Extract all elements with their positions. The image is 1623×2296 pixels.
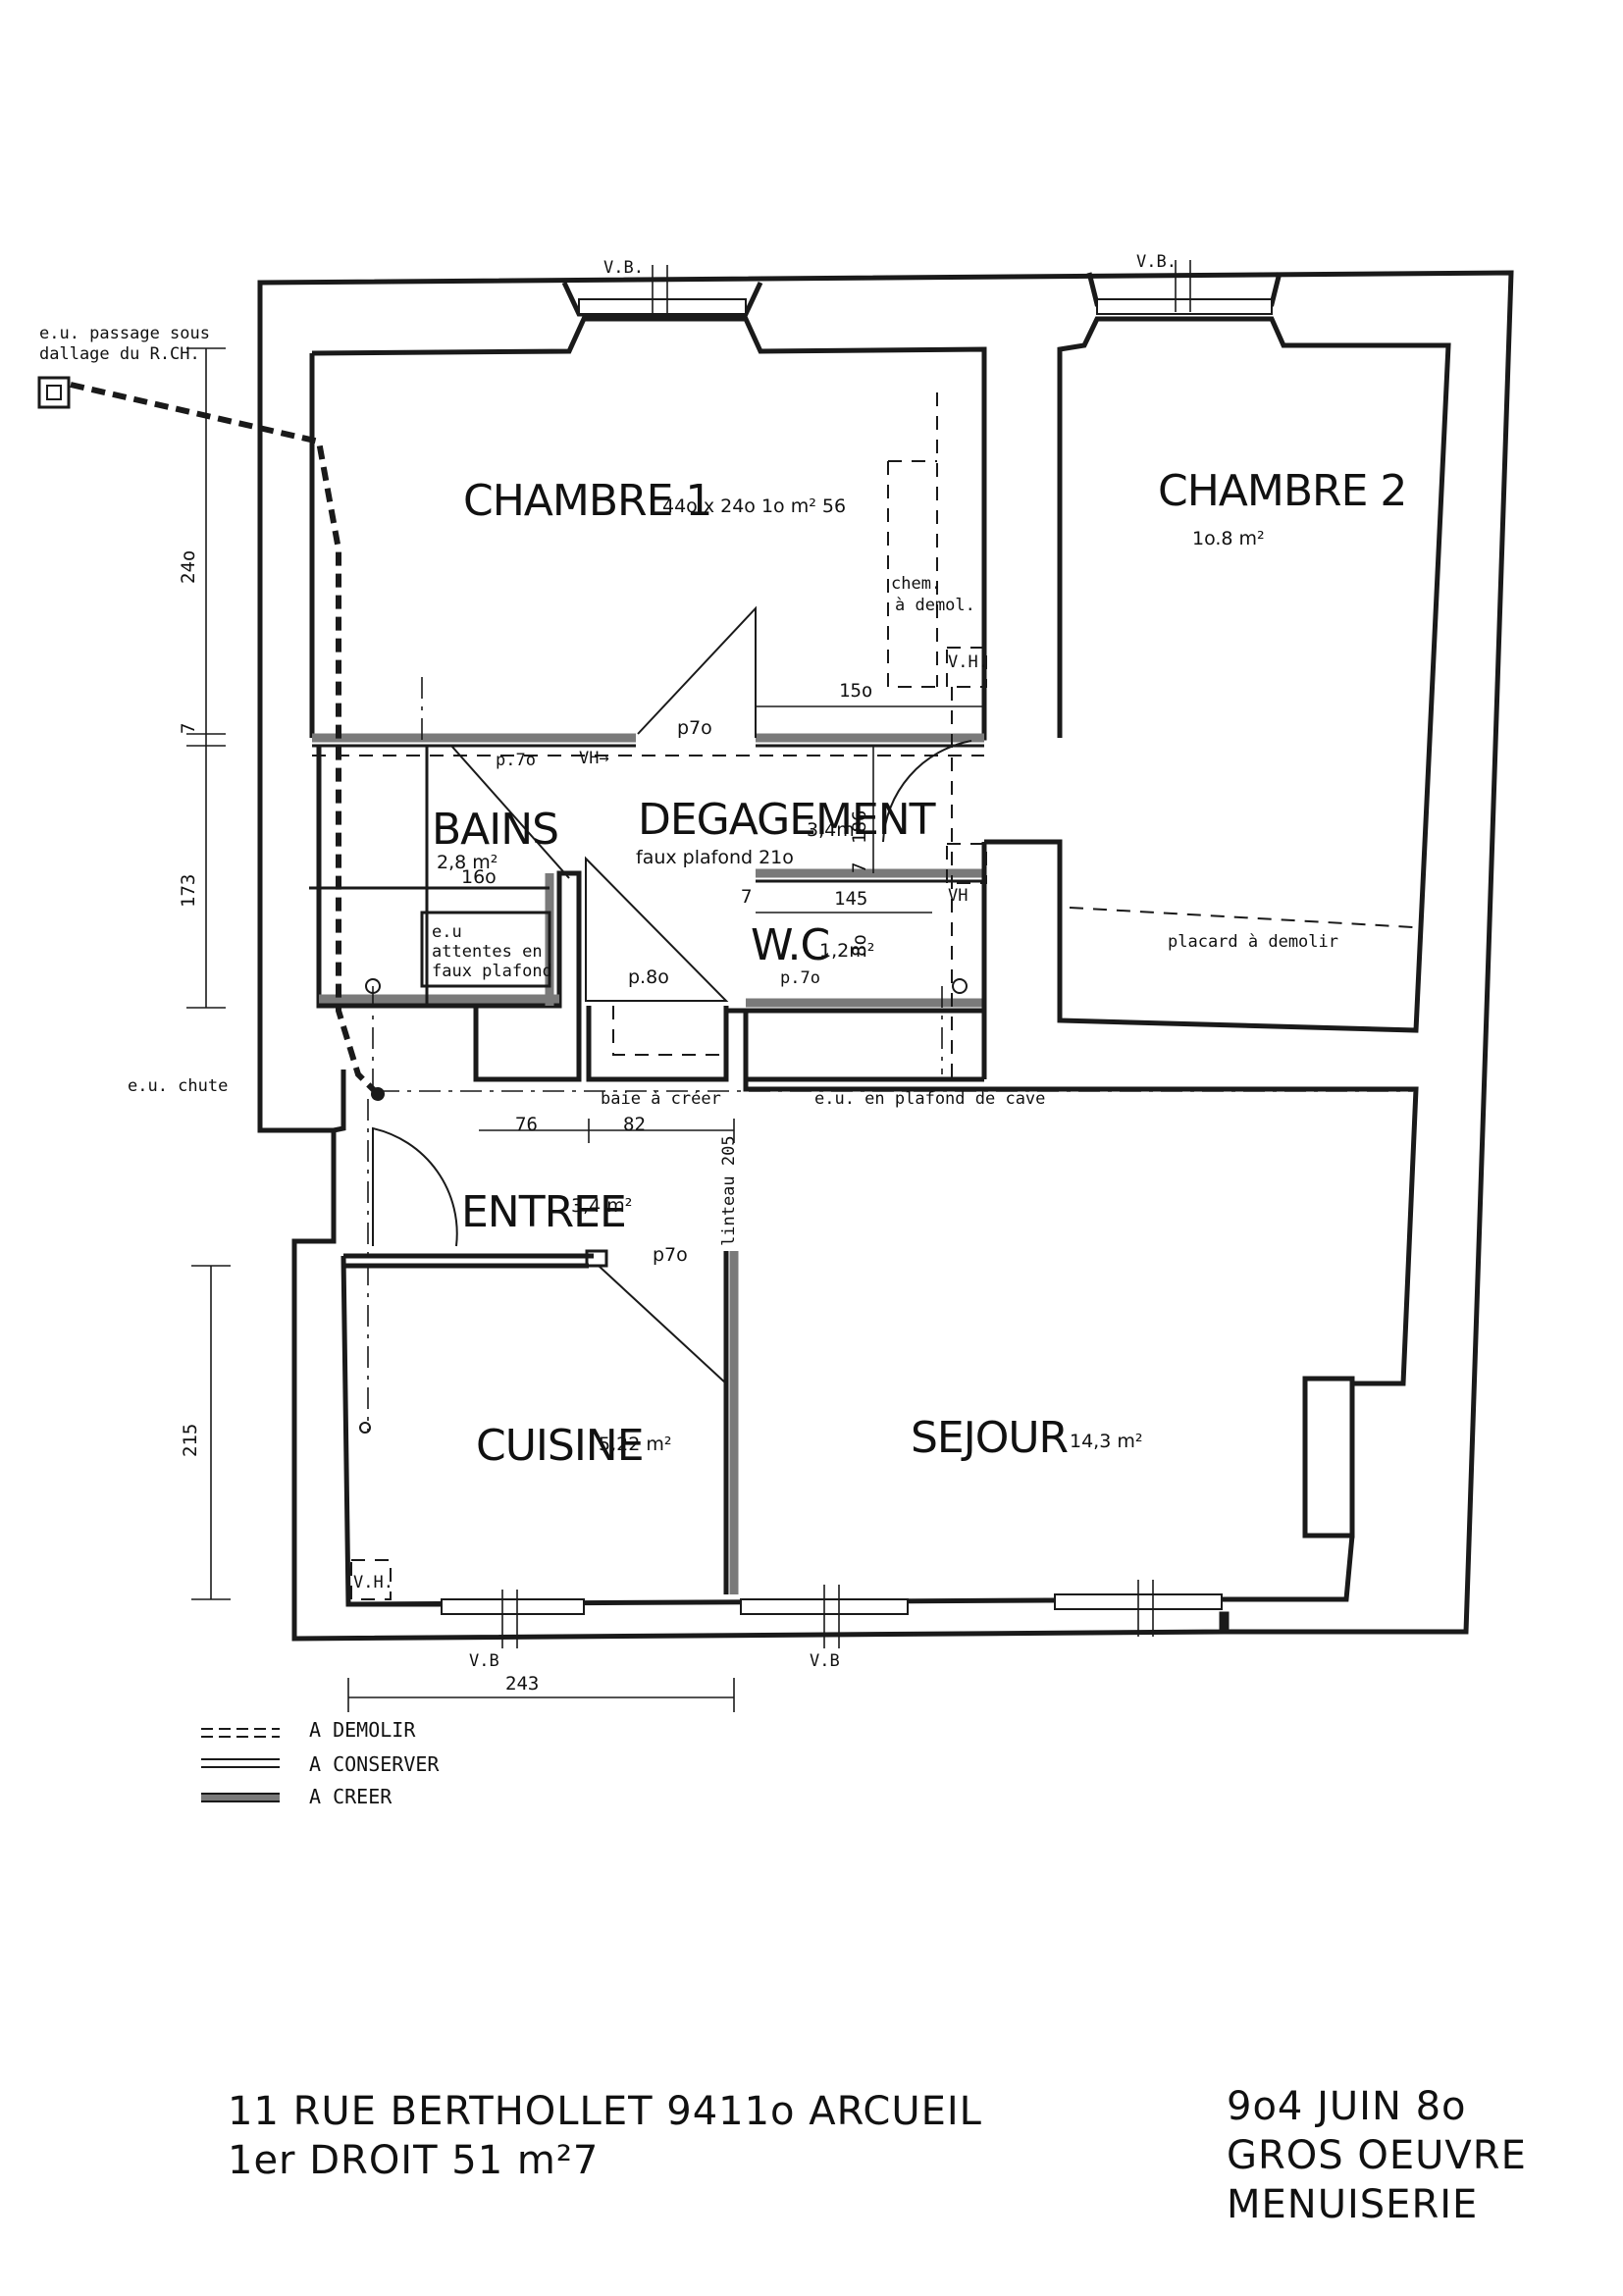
cuisine-area: 5,22 m² <box>599 1434 671 1455</box>
living-walls <box>333 1070 1419 1607</box>
door-cuisine <box>598 1265 727 1384</box>
entree-area: 3,4 m² <box>571 1195 632 1217</box>
bains-dim: 16o <box>461 866 497 888</box>
window-cuisine <box>441 1598 585 1615</box>
cheminee-line2: à demol. <box>895 596 975 615</box>
legend-creer: A CREER <box>309 1785 393 1808</box>
chambre2-walls <box>984 316 1451 1033</box>
baie-label: baie à créer <box>601 1089 721 1109</box>
degagement-name: DEGAGEMENT <box>638 795 936 845</box>
window-chambre2 <box>1096 298 1273 315</box>
eu-cave-label: e.u. en plafond de cave <box>814 1089 1045 1109</box>
address-line1: 11 RUE BERTHOLLET 9411o ARCUEIL <box>228 2089 982 2134</box>
dim-left-215: 215 <box>180 1424 201 1457</box>
bains-name: BAINS <box>432 805 558 855</box>
bains-area: 2,8 m² <box>437 852 497 873</box>
dim-left-240: 24o <box>178 550 199 584</box>
eu-passage-line2: dallage du R.CH. <box>39 344 200 364</box>
legend-demolir: A DEMOLIR <box>309 1718 416 1742</box>
chambre1-walls <box>309 316 987 741</box>
eu-chute-icon <box>371 1087 385 1101</box>
door-chambre2 <box>882 740 972 843</box>
cuisine-name: CUISINE <box>476 1421 644 1471</box>
opening-p70-top: p7o <box>677 717 712 739</box>
dim-82: 82 <box>623 1114 646 1135</box>
dim-76: 76 <box>515 1114 538 1135</box>
cheminee-line1: chem. <box>891 574 941 594</box>
dim-left-7: 7 <box>178 723 199 734</box>
legend-conserver: A CONSERVER <box>309 1752 440 1776</box>
attentes-line3: faux plafond <box>432 962 552 981</box>
vb-label-1: V.B. <box>603 258 644 278</box>
work-line2: MENUISERIE <box>1227 2182 1478 2227</box>
vb-label-2: V.B. <box>1136 252 1177 272</box>
vh-label-mid: VH <box>948 886 968 906</box>
attentes-line1: e.u <box>432 922 462 942</box>
chambre2-name: CHAMBRE 2 <box>1158 466 1406 516</box>
vh-arrow-label: VH→ <box>579 749 609 768</box>
dim-243: 243 <box>505 1673 539 1695</box>
dim-left-173: 173 <box>178 874 199 908</box>
work-line1: GROS OEUVRE <box>1227 2133 1527 2178</box>
degagement-ceiling: faux plafond 21o <box>636 847 794 868</box>
chambre2-area: 1o.8 m² <box>1192 528 1265 549</box>
linteau-label: linteau 205 <box>719 1135 739 1246</box>
eu-passage-line1: e.u. passage sous <box>39 324 210 343</box>
wc-area: 1,2m² <box>819 940 874 962</box>
sejour-name: SEJOUR <box>911 1413 1069 1463</box>
wc-name: W.C <box>751 920 829 970</box>
chambre1-name: CHAMBRE 1 <box>463 476 711 526</box>
dim-7b: 7 <box>741 886 752 908</box>
entree-name: ENTREE <box>461 1187 626 1237</box>
legend-symbols <box>201 1728 280 1802</box>
dim-80: 8o <box>849 934 870 957</box>
sejour-area: 14,3 m² <box>1070 1431 1142 1452</box>
opening-p80: p.8o <box>628 966 669 988</box>
eu-chute-label: e.u. chute <box>128 1076 228 1096</box>
dim-150: 15o <box>839 680 872 702</box>
vh-label-top: V.H. <box>948 652 988 672</box>
vb-label-3: V.B <box>469 1651 499 1671</box>
dim-145: 145 <box>834 888 867 910</box>
opening-p70-wc: p.7o <box>780 968 820 988</box>
opening-p70-kitchen: p7o <box>653 1244 688 1266</box>
door-chambre1 <box>637 605 757 738</box>
doors <box>372 605 972 1384</box>
vb-label-4: V.B <box>810 1651 840 1671</box>
door-entree <box>372 1126 458 1247</box>
degagement-walls <box>309 392 1414 1082</box>
placard-label: placard à demolir <box>1168 932 1338 952</box>
door-bains <box>450 745 570 879</box>
date: 9o4 JUIN 8o <box>1227 2084 1467 2129</box>
old-drain-pipe <box>70 382 381 1097</box>
opening-p70-bath: p.7o <box>496 751 536 770</box>
dim-186: 186 <box>849 810 870 844</box>
address-line2: 1er DROIT 51 m²7 <box>228 2138 599 2183</box>
window-chambre1 <box>578 298 747 315</box>
vh-kitchen-label: V.H. <box>353 1573 393 1592</box>
pipes <box>37 376 1413 1434</box>
degagement-area: 3,4m² <box>807 819 862 841</box>
windows <box>441 260 1273 1648</box>
attentes-line2: attentes en <box>432 942 543 962</box>
chambre1-info: 44o x 24o 1o m² 56 <box>662 496 846 517</box>
dimension-lines <box>186 347 984 1712</box>
dim-7a: 7 <box>849 862 870 873</box>
door-wc <box>585 856 729 1002</box>
eu-box-icon <box>37 376 71 409</box>
